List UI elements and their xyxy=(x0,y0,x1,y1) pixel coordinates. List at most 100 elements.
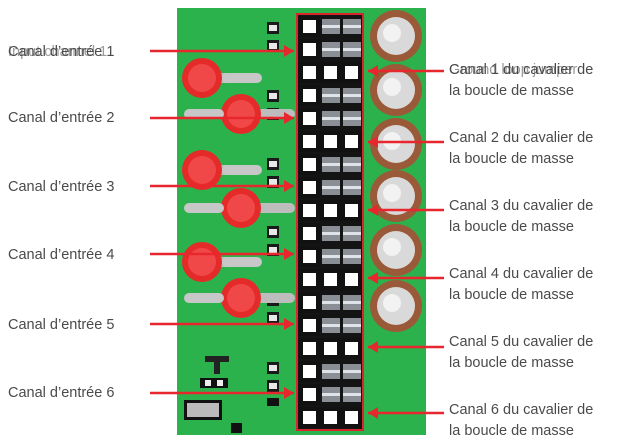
arrow-head xyxy=(284,45,294,57)
input-label-6: Canal d’entrée 6 xyxy=(8,385,115,401)
pin-shroud-shine xyxy=(343,370,361,373)
pin xyxy=(299,154,320,175)
smd-pad xyxy=(269,25,277,31)
callout-arrow xyxy=(150,180,294,192)
jumper-label-3: Canal 3 du cavalier de la boucle de mass… xyxy=(449,198,594,235)
smd-pad xyxy=(269,229,277,235)
jumper-pin xyxy=(341,62,362,83)
smd-pad xyxy=(269,43,277,49)
callout-arrow xyxy=(368,341,444,353)
jumper-label-2: Canal 2 du cavalier de la boucle de mass… xyxy=(449,130,594,167)
pin-shroud-shine xyxy=(322,48,340,51)
input-label-1: Canal d’entrée 1 Input channel 1 xyxy=(8,42,114,63)
pin-shroud-shine xyxy=(322,232,340,235)
jumper-label-4: Canal 4 du cavalier de la boucle de mass… xyxy=(449,266,594,303)
jumper-label-1-overlay: Ground loop jumper xyxy=(449,62,578,78)
callout-arrow xyxy=(368,204,444,216)
jumper-label-5: Canal 5 du cavalier de la boucle de mass… xyxy=(449,334,594,371)
arrow-head xyxy=(284,248,294,260)
pin-shroud-shine xyxy=(322,370,340,373)
header-row xyxy=(299,292,361,313)
pin-shroud-shine xyxy=(322,301,340,304)
smd-pad xyxy=(269,179,277,185)
header-row xyxy=(299,108,361,129)
jumper-pin xyxy=(320,407,341,428)
pin-shroud-shine xyxy=(322,25,340,28)
pin-shroud-shine xyxy=(322,94,340,97)
pin-shroud-shine xyxy=(322,186,340,189)
pin-shroud-shine xyxy=(343,94,361,97)
pin xyxy=(299,292,320,313)
smd-pad xyxy=(269,93,277,99)
callout-arrow xyxy=(368,407,444,419)
callout-arrow xyxy=(150,387,294,399)
input-label-2: Canal d’entrée 2 xyxy=(8,110,115,126)
pin xyxy=(299,384,320,405)
led-highlight xyxy=(188,64,216,92)
pin xyxy=(299,361,320,382)
jumper-pin xyxy=(299,338,320,359)
header-row xyxy=(299,16,361,37)
smd-pad xyxy=(269,365,277,371)
input-label-4: Canal d’entrée 4 xyxy=(8,247,115,263)
arrow-head xyxy=(368,407,378,419)
pin-shroud-shine xyxy=(343,48,361,51)
resistor-lead xyxy=(184,109,224,119)
input-label-5: Canal d’entrée 5 xyxy=(8,317,115,333)
arrow-head xyxy=(368,65,378,77)
header-row xyxy=(299,361,361,382)
jumper-pin xyxy=(320,200,341,221)
header-row xyxy=(299,338,362,359)
jumper-pin xyxy=(320,338,341,359)
jumper-pin xyxy=(299,407,320,428)
pin xyxy=(299,315,320,336)
jumper-label-1: Canal 1 du cavalier de Ground loop jumpe… xyxy=(449,62,594,99)
led-highlight xyxy=(227,100,255,128)
input-label-1-overlay: Input channel 1 xyxy=(8,44,108,60)
led-highlight xyxy=(227,284,255,312)
resistor-lead xyxy=(184,203,224,213)
arrow-head xyxy=(284,387,294,399)
pin-shroud-shine xyxy=(322,163,340,166)
smd-pad xyxy=(269,247,277,253)
header-row xyxy=(299,223,361,244)
jumper-pin xyxy=(341,200,362,221)
capacitor-shine xyxy=(383,78,401,96)
jumper-pin xyxy=(341,338,362,359)
jumper-pin xyxy=(341,131,362,152)
capacitor-shine xyxy=(383,184,401,202)
smd-pad xyxy=(269,161,277,167)
header-row xyxy=(299,62,362,83)
pin-shroud-shine xyxy=(322,255,340,258)
callout-arrow xyxy=(368,272,444,284)
smd-pad xyxy=(269,315,277,321)
pin-shroud-shine xyxy=(343,163,361,166)
jumper-pin xyxy=(320,131,341,152)
arrow-head xyxy=(284,318,294,330)
callout-arrow xyxy=(368,65,444,77)
pin xyxy=(299,108,320,129)
jumper-pin xyxy=(299,200,320,221)
pin-shroud-shine xyxy=(343,186,361,189)
pin xyxy=(299,39,320,60)
callout-arrow xyxy=(150,45,294,57)
pin-header-block xyxy=(296,13,364,431)
arrow-head xyxy=(368,272,378,284)
arrow-head xyxy=(368,341,378,353)
header-row xyxy=(299,131,362,152)
resistor-lead xyxy=(222,73,262,83)
jumper-pin xyxy=(320,269,341,290)
smd-pad xyxy=(269,383,277,389)
header-row xyxy=(299,177,361,198)
pin-shroud-shine xyxy=(322,324,340,327)
jumper-label-6: Canal 6 du cavalier de la boucle de mass… xyxy=(449,402,594,439)
jumper-pin xyxy=(299,62,320,83)
pin-shroud-shine xyxy=(343,324,361,327)
header-row xyxy=(299,200,362,221)
arrow-head xyxy=(368,204,378,216)
jumper-pin xyxy=(320,62,341,83)
header-row xyxy=(299,407,362,428)
pin xyxy=(299,177,320,198)
header-row xyxy=(299,269,362,290)
led-highlight xyxy=(188,156,216,184)
